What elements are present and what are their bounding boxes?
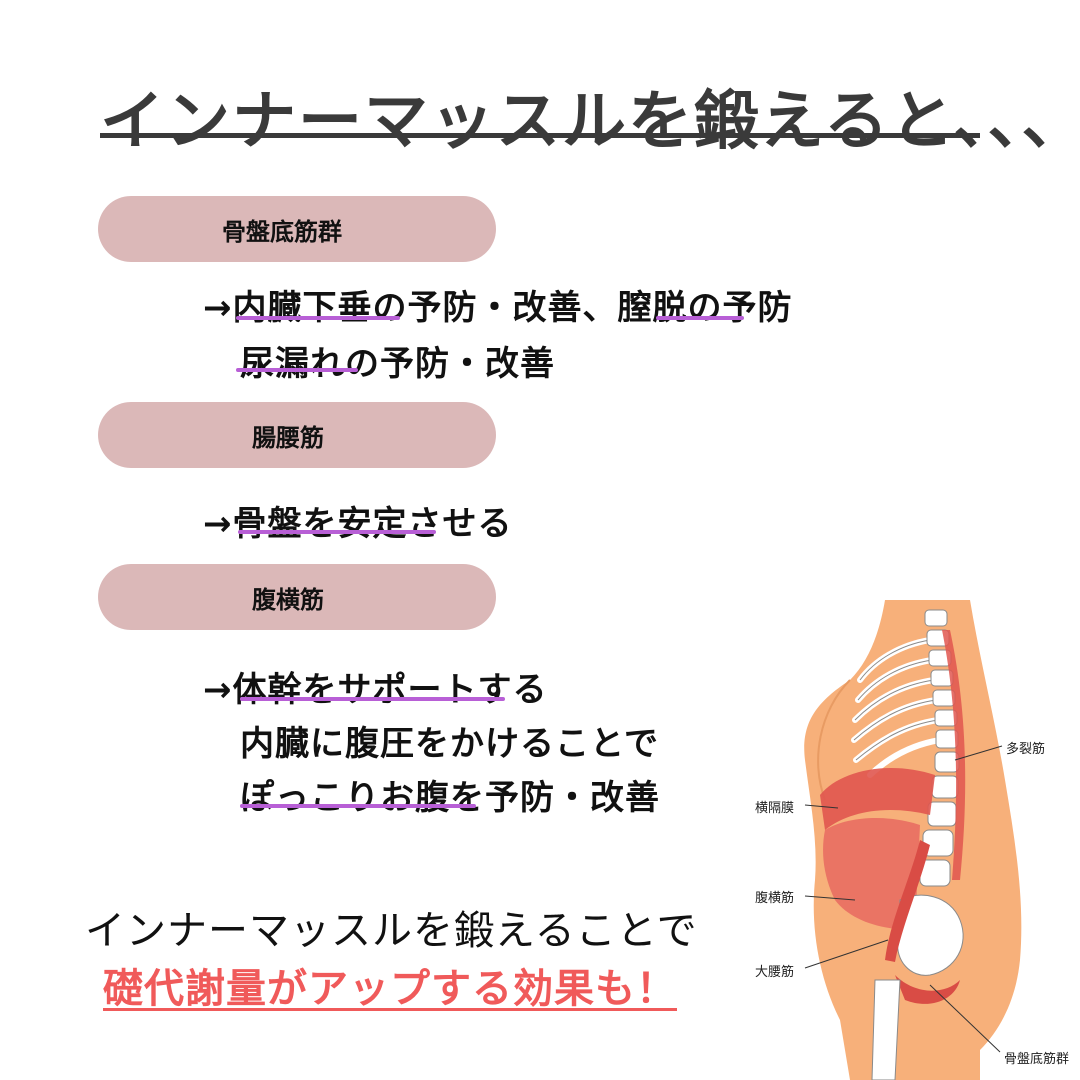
highlight-underline <box>656 316 744 320</box>
highlight-underline <box>238 530 436 534</box>
effect-line: 内臓に腹圧をかけることで <box>240 724 659 764</box>
title-underline <box>100 133 980 138</box>
highlight-underline <box>240 697 505 701</box>
muscle-label: 腸腰筋 <box>252 423 324 452</box>
label-psoas: 大腰筋 <box>755 965 795 980</box>
muscle-pill-pelvic-floor: 骨盤底筋群 <box>98 196 496 262</box>
muscle-label: 骨盤底筋群 <box>222 217 342 246</box>
effect-line: ぽっこりお腹を予防・改善 <box>240 778 660 818</box>
effect-line: →骨盤を安定させる <box>203 504 513 544</box>
page-title: インナーマッスルを鍛えると、、、 <box>100 85 1080 159</box>
effect-line: 尿漏れの予防・改善 <box>240 344 555 384</box>
muscle-pill-iliopsoas: 腸腰筋 <box>98 402 496 468</box>
conclusion-highlight: 礎代謝量がアップする効果も！ <box>103 966 677 1012</box>
highlight-underline <box>240 804 476 808</box>
highlight-underline <box>236 368 358 372</box>
label-pelvic-floor: 骨盤底筋群 <box>1004 1052 1070 1067</box>
effect-line: →内臓下垂の予防・改善、膣脱の予防 <box>203 288 793 328</box>
label-transversus: 腹横筋 <box>755 891 795 906</box>
effect-line: →体幹をサポートする <box>203 670 548 710</box>
muscle-pill-transversus: 腹横筋 <box>98 564 496 630</box>
highlight-underline <box>236 316 400 320</box>
anatomy-illustration <box>804 600 1022 1080</box>
conclusion-line: インナーマッスルを鍛えることで <box>85 908 698 954</box>
muscle-label: 腹横筋 <box>252 585 324 614</box>
label-multifidus: 多裂筋 <box>1006 742 1046 757</box>
label-diaphragm: 横隔膜 <box>755 801 795 816</box>
